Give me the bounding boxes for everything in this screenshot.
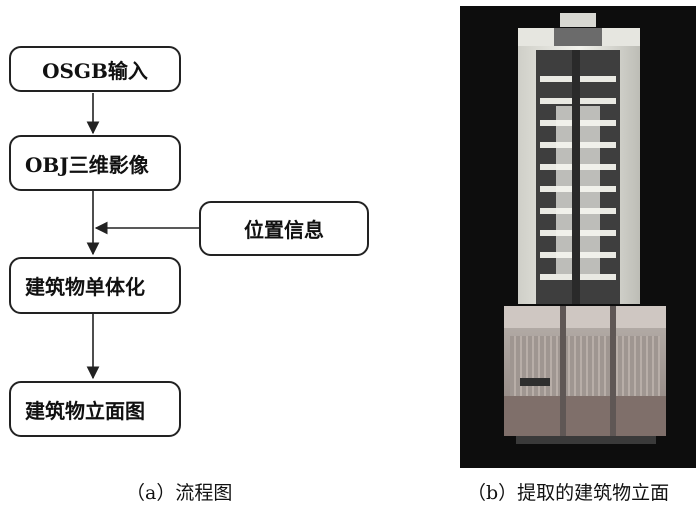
node-building-facade-label: 建筑物立面图 bbox=[25, 398, 145, 423]
node-building-singulation: 建筑物单体化 bbox=[9, 257, 181, 314]
node-position-info: 位置信息 bbox=[199, 201, 369, 256]
building-illustration bbox=[460, 6, 696, 468]
caption-b: （b）提取的建筑物立面 bbox=[467, 482, 670, 504]
node-osgb-input-label: OSGB输入 bbox=[42, 58, 148, 83]
node-obj-3d-image-label: OBJ三维影像 bbox=[25, 152, 149, 177]
node-osgb-input: OSGB输入 bbox=[9, 46, 181, 92]
node-building-singulation-label: 建筑物单体化 bbox=[25, 275, 145, 299]
node-position-info-label: 位置信息 bbox=[244, 218, 324, 242]
node-building-facade: 建筑物立面图 bbox=[9, 381, 181, 437]
caption-a: （a）流程图 bbox=[126, 482, 233, 504]
node-obj-3d-image: OBJ三维影像 bbox=[9, 135, 181, 191]
extracted-building-facade-image bbox=[460, 6, 696, 468]
